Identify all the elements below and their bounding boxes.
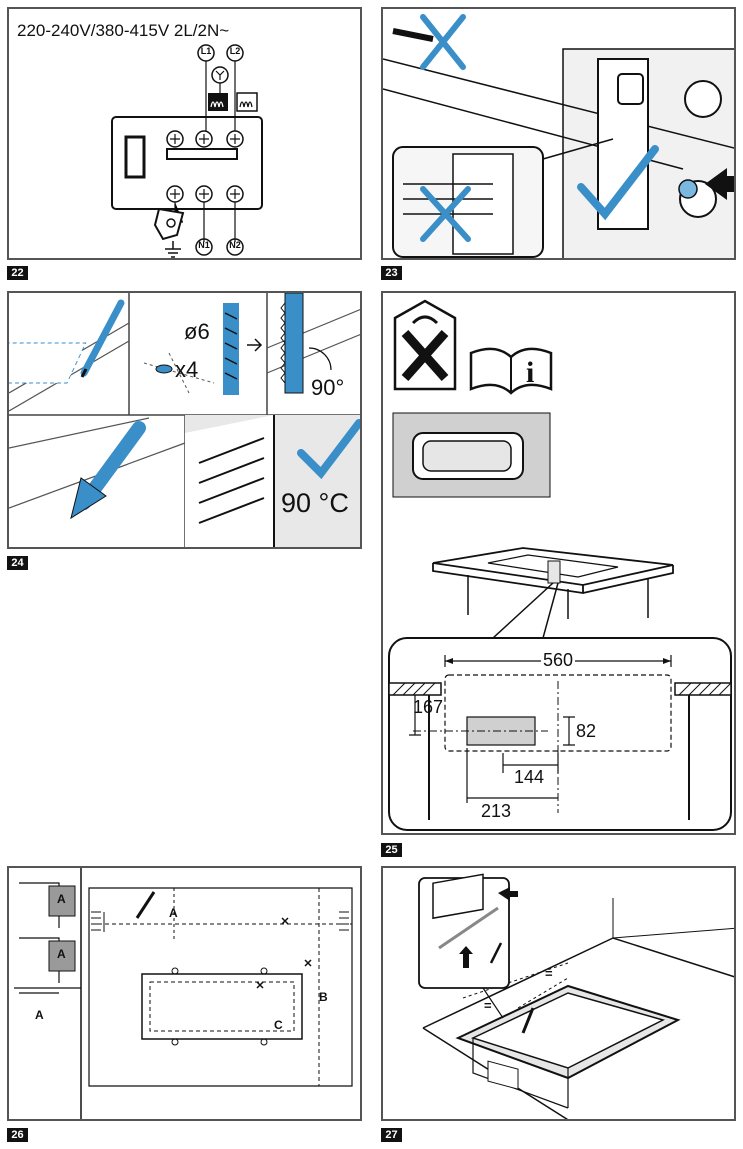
dimension-depth-label: 167 bbox=[413, 697, 444, 717]
terminal-l2-label: L2 bbox=[229, 46, 241, 56]
template-diagram bbox=[9, 868, 353, 1119]
figure-24-number: 24 bbox=[7, 556, 28, 570]
arrow-up-icon bbox=[459, 946, 473, 968]
dimension-width-label: 560 bbox=[541, 650, 576, 671]
cutout-dimensions-diagram: i bbox=[388, 299, 732, 831]
drill-diameter-label: ø6 bbox=[184, 319, 210, 344]
figure-25-panel: i 560 167 82 144 213 bbox=[381, 291, 736, 835]
label-a-top: A bbox=[57, 892, 66, 906]
terminal-n1-label: N1 bbox=[198, 240, 210, 250]
pencil-icon bbox=[80, 299, 125, 377]
figure-22-number: 22 bbox=[7, 266, 28, 280]
label-c: C bbox=[274, 1018, 283, 1032]
terminal-block bbox=[111, 116, 263, 210]
voltage-label: 220-240V/380-415V 2L/2N~ bbox=[17, 21, 230, 40]
scissors-icon-3 bbox=[256, 981, 264, 989]
figure-23-panel bbox=[381, 7, 736, 260]
pencil-icon-2 bbox=[489, 942, 503, 964]
drill-hole-icon bbox=[155, 364, 173, 374]
cross-mark-icon bbox=[420, 14, 466, 70]
screw-icon bbox=[684, 80, 722, 118]
saw-blade-icon bbox=[284, 293, 304, 394]
cutting-steps-diagram bbox=[9, 293, 360, 547]
check-mark-icon bbox=[577, 145, 659, 221]
terminal-l1-label: L1 bbox=[200, 46, 212, 56]
saw-angle-label: 90° bbox=[311, 375, 345, 400]
svg-text:i: i bbox=[526, 356, 534, 389]
label-a-middle: A bbox=[57, 947, 66, 961]
pencil-icon bbox=[135, 891, 156, 919]
figure-25-number: 25 bbox=[381, 843, 402, 857]
installation-diagram bbox=[418, 873, 734, 1119]
scissors-icon bbox=[281, 917, 289, 925]
wiring-diagram bbox=[111, 44, 263, 258]
earth-bracket bbox=[153, 207, 185, 241]
cross-mark-icon-2 bbox=[420, 186, 471, 242]
arrow-icon bbox=[705, 168, 734, 200]
equal-mark-left: = bbox=[484, 998, 492, 1013]
earth-icon bbox=[165, 241, 181, 258]
dimension-offset-label: 144 bbox=[514, 767, 545, 787]
figure-22-panel: 220-240V/380-415V 2L/2N~ bbox=[7, 7, 362, 260]
figure-27-panel: = = bbox=[381, 866, 736, 1121]
figure-23-number: 23 bbox=[381, 266, 402, 280]
label-a-template: A bbox=[169, 906, 178, 920]
clamp-diagram bbox=[383, 14, 734, 258]
arrow-icon bbox=[498, 887, 518, 901]
terminal-n2-label: N2 bbox=[229, 240, 241, 250]
equal-mark-right: = bbox=[545, 966, 553, 981]
figure-26-number: 26 bbox=[7, 1128, 28, 1142]
figure-24-panel: ø6 x4 90° 90 °C bbox=[7, 291, 362, 549]
scissors-icon-2 bbox=[304, 959, 312, 967]
label-a-bottom: A bbox=[35, 1008, 44, 1022]
figure-26-panel: A A A A B C bbox=[7, 866, 362, 1121]
figure-27-number: 27 bbox=[381, 1128, 402, 1142]
label-b: B bbox=[319, 990, 328, 1004]
no-fan-icon bbox=[401, 330, 449, 381]
pencil-icon bbox=[521, 1007, 535, 1034]
dimension-position-label: 213 bbox=[481, 801, 512, 821]
dimension-height-label: 82 bbox=[576, 721, 597, 741]
hole-count-label: x4 bbox=[175, 357, 199, 382]
check-mark-icon bbox=[297, 419, 360, 480]
temperature-label: 90 °C bbox=[281, 488, 349, 518]
